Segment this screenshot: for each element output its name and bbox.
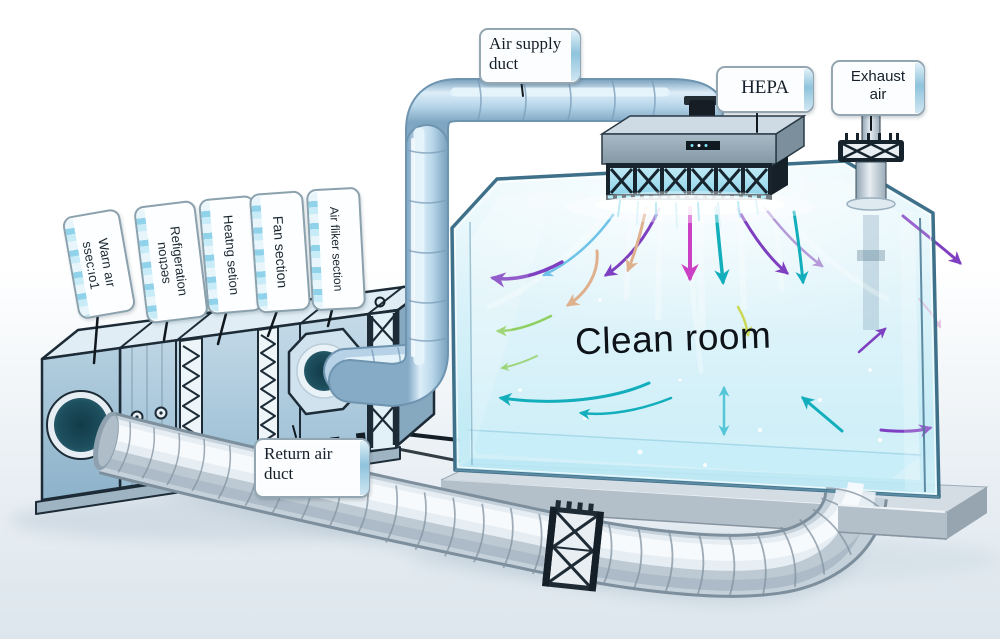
inner-exhaust-pipe (863, 215, 879, 330)
hepa-unit (565, 114, 815, 229)
grille-streaks (617, 200, 759, 229)
label-text: duct (489, 54, 519, 74)
sign-glass-edge (307, 191, 324, 309)
clean-room-title: Clean room (574, 314, 772, 363)
label-glass-edge (804, 69, 813, 110)
label-hepa: HEPA (716, 66, 814, 113)
label-text: HEPA (741, 77, 789, 98)
air-supply-duct-pipe (323, 78, 724, 408)
section-sign-fan: Fan section (248, 190, 312, 314)
exhaust-assembly (838, 113, 904, 211)
duct-truss-collar (541, 499, 605, 592)
duct-rings (406, 79, 656, 342)
label-glass-edge (915, 63, 924, 113)
label-glass-edge (571, 31, 580, 81)
label-text: Exhaust (850, 68, 906, 85)
airflow-arrows (489, 206, 962, 438)
sign-text: Air fliker section (326, 206, 346, 292)
label-return-air-duct: Return air duct (254, 438, 370, 498)
label-text: Air supply (489, 34, 562, 53)
section-sign-air-filter: Air fliker section (305, 186, 367, 312)
platform-corner-patch (837, 487, 987, 540)
exhaust-truss-collar (838, 133, 904, 162)
clean-room (450, 125, 962, 499)
label-glass-edge (360, 441, 369, 495)
label-text: duct (264, 464, 294, 484)
sign-text: Heatng setion (220, 214, 243, 296)
status-display (686, 141, 720, 150)
label-text: air (869, 85, 887, 103)
label-air-supply-duct: Air supply duct (479, 28, 581, 84)
lift-hook (374, 296, 386, 308)
label-text: Return air (264, 444, 333, 463)
label-exhaust-air: Exhaust air (831, 60, 925, 116)
sign-text: Fan section (269, 215, 291, 289)
